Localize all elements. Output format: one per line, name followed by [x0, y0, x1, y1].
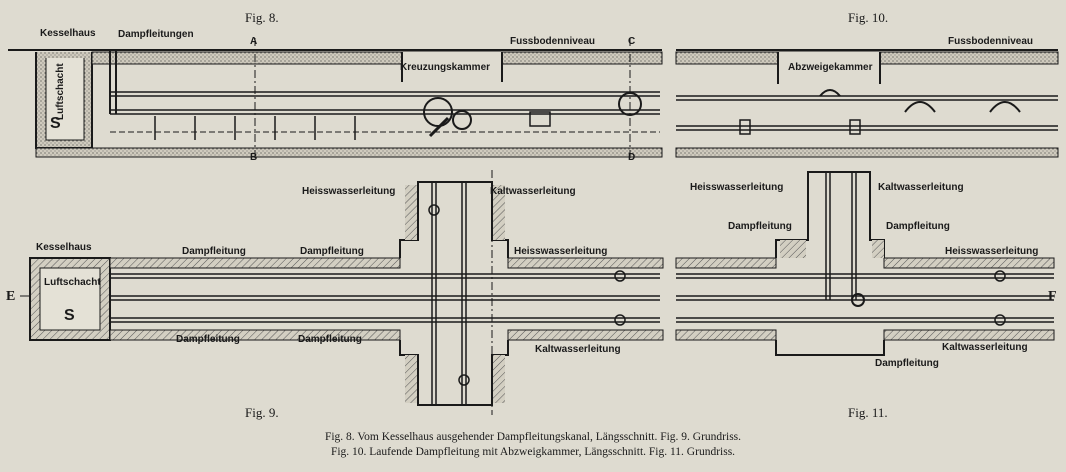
label-kaltwasser-11-top: Kaltwasserleitung	[878, 182, 964, 193]
label-section-b: B	[250, 152, 257, 163]
label-dampf-9-b: Dampfleitung	[300, 246, 364, 257]
label-heisswasser-9-right: Heisswasserleitung	[514, 246, 607, 257]
label-fussbodenniveau-10: Fussbodenniveau	[948, 36, 1033, 47]
label-axis-f: F	[1048, 289, 1057, 304]
label-abzweigekammer: Abzweigekammer	[788, 62, 873, 73]
label-heisswasser-9: Heisswasserleitung	[302, 186, 395, 197]
fig11-plan	[675, 171, 1055, 356]
label-s-plan: S	[64, 307, 75, 324]
label-dampfleitungen: Dampfleitungen	[118, 29, 194, 40]
fig9-plan	[20, 170, 664, 415]
fig9-title: Fig. 9.	[245, 405, 279, 420]
label-fussbodenniveau-8: Fussbodenniveau	[510, 36, 595, 47]
label-kaltwasser-9-top: Kaltwasserleitung	[490, 186, 576, 197]
label-s-section: S	[50, 115, 61, 132]
caption-line-1: Fig. 8. Vom Kesselhaus ausgehender Dampf…	[325, 431, 741, 443]
fig10-section	[675, 49, 1059, 158]
label-dampf-11-c: Dampfleitung	[875, 358, 939, 369]
label-dampf-11-a: Dampfleitung	[728, 221, 792, 232]
caption-line-2: Fig. 10. Laufende Dampfleitung mit Abzwe…	[331, 446, 735, 458]
label-section-d: D	[628, 152, 635, 163]
label-section-a: A	[250, 36, 257, 47]
label-kesselhaus-plan: Kesselhaus	[36, 242, 92, 253]
fig10-title: Fig. 10.	[848, 10, 888, 25]
label-dampf-9-a: Dampfleitung	[182, 246, 246, 257]
label-luftschacht-section: Luftschacht	[55, 63, 66, 120]
label-kreuzungskammer: Kreuzungskammer	[400, 62, 490, 73]
label-heisswasser-11-right: Heisswasserleitung	[945, 246, 1038, 257]
label-dampf-9-c: Dampfleitung	[176, 334, 240, 345]
label-axis-e: E	[6, 289, 15, 304]
label-section-c: C	[628, 36, 635, 47]
fig8-section	[8, 38, 663, 158]
label-kesselhaus-section: Kesselhaus	[40, 28, 96, 39]
label-luftschacht-plan: Luftschacht	[44, 277, 101, 288]
fig11-title: Fig. 11.	[848, 405, 888, 420]
label-dampf-11-b: Dampfleitung	[886, 221, 950, 232]
label-kaltwasser-11-right: Kaltwasserleitung	[942, 342, 1028, 353]
fig8-title: Fig. 8.	[245, 10, 279, 25]
label-dampf-9-d: Dampfleitung	[298, 334, 362, 345]
label-heisswasser-11: Heisswasserleitung	[690, 182, 783, 193]
label-kaltwasser-9-right: Kaltwasserleitung	[535, 344, 621, 355]
